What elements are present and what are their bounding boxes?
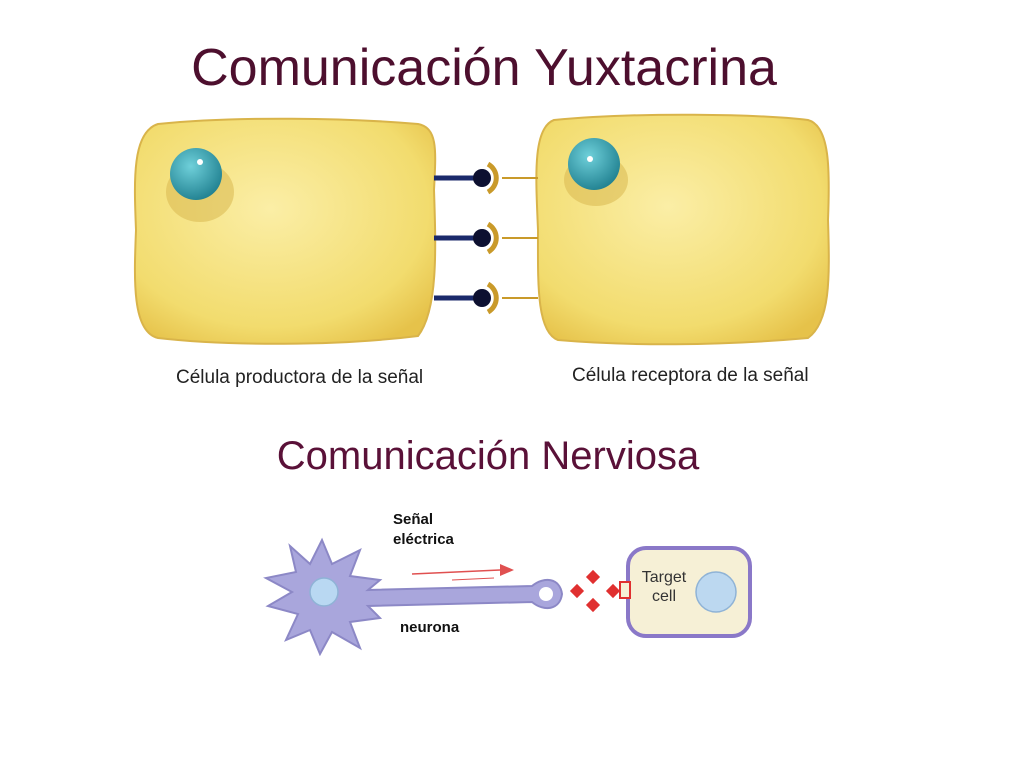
electrical-signal-label: Señal eléctrica <box>393 510 483 550</box>
chemical-messengers <box>569 569 621 613</box>
receptor-nucleus <box>568 138 620 190</box>
target-cell-nucleus <box>695 571 737 613</box>
connector-bottom <box>434 281 538 315</box>
signal-label-line-2: eléctrica <box>393 531 454 548</box>
electrical-signal-arrow <box>411 564 514 581</box>
nervous-illustration <box>263 537 752 656</box>
producer-nucleolus <box>197 159 203 165</box>
neuron-body <box>263 537 564 656</box>
nervous-communication-diagram: Señal eléctrica neurona Target cell <box>262 506 762 656</box>
target-receptor <box>619 581 631 599</box>
signal-label-line-1: Señal <box>393 511 434 528</box>
target-cell-label: Target cell <box>634 568 694 606</box>
juxtacrine-diagram: Célula productora de la señal Célula rec… <box>118 110 842 410</box>
producer-cell-caption: Célula productora de la señal <box>176 367 424 388</box>
target-label-line-1: Target <box>641 569 687 586</box>
receptor-cell-caption: Célula receptora de la señal <box>572 365 809 386</box>
juxtacrine-illustration <box>133 113 830 346</box>
slide-title: Comunicación Yuxtacrina <box>191 39 777 97</box>
neuron-label: neurona <box>400 619 460 636</box>
target-label-line-2: cell <box>651 588 676 605</box>
neuron-nucleus <box>309 577 339 607</box>
producer-nucleus <box>170 148 222 200</box>
receptor-nucleolus <box>587 156 593 162</box>
producer-cell <box>133 117 437 345</box>
section-title: Comunicación Nerviosa <box>276 434 700 478</box>
connector-middle <box>434 221 538 255</box>
axon-terminal-notch <box>539 587 553 601</box>
connector-top <box>434 161 538 195</box>
